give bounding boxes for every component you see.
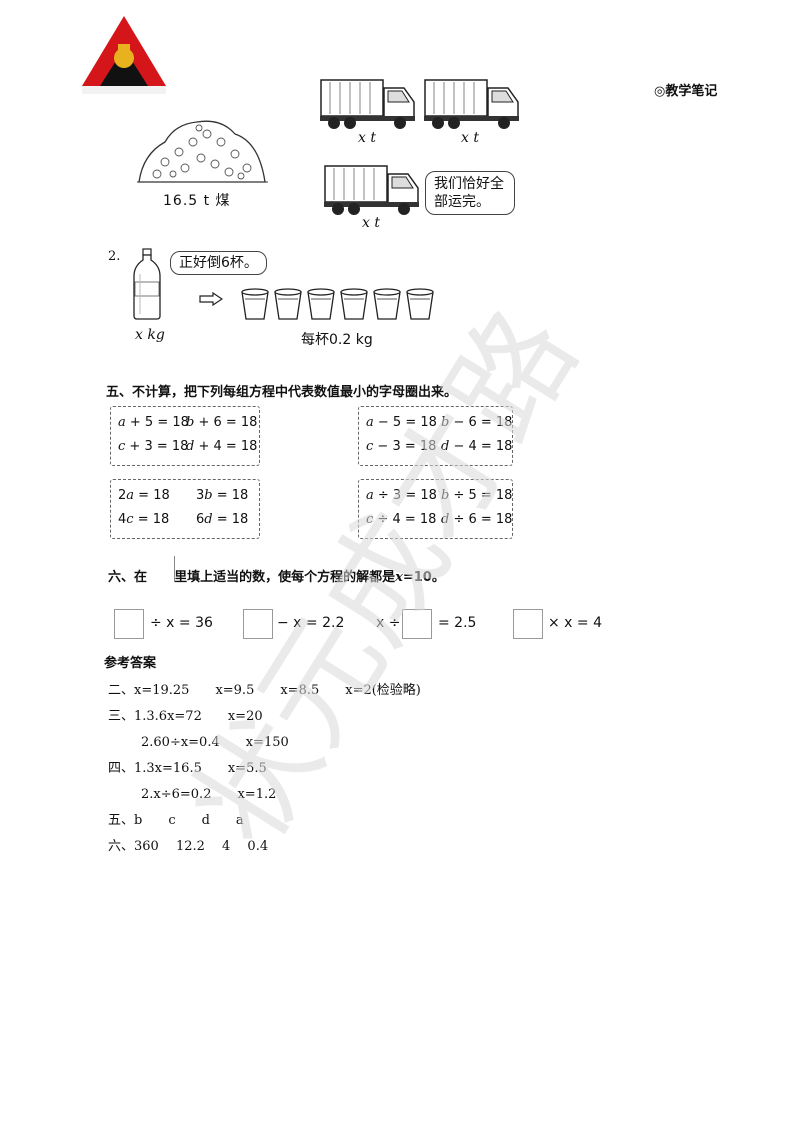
coal-caption: 16.5 t 煤 — [163, 193, 231, 209]
cup-caption: 每杯0.2 kg — [301, 332, 373, 348]
equation-group: 2a = 18 3b = 18 4c = 18 6d = 18 — [110, 479, 260, 539]
arrow-right-icon — [199, 292, 223, 306]
equation: 6d = 18 — [196, 512, 249, 527]
bottle-caption: x kg — [135, 327, 165, 343]
equation: c + 3 = 18 — [118, 439, 189, 454]
fill-in-box[interactable] — [513, 609, 543, 639]
cup-icon — [340, 288, 368, 320]
equation: d ÷ 6 = 18 — [441, 512, 513, 527]
equation-group: a ÷ 3 = 18 b ÷ 5 = 18 c ÷ 4 = 18 d ÷ 6 = 18 — [358, 479, 513, 539]
equation: 4c = 18 — [118, 512, 170, 527]
truck-illustration — [424, 79, 519, 129]
equation: d − 4 = 18 — [441, 439, 513, 454]
equation: b − 6 = 18 — [441, 415, 513, 430]
section-6-title-var: x — [395, 570, 403, 585]
teaching-notes-label: ◎教学笔记 — [654, 84, 718, 99]
answer-line: 2.x÷6=0.2 x=1.2 — [141, 787, 277, 802]
answer-line: 五、b c d a — [108, 813, 244, 828]
blank-marker — [174, 556, 175, 582]
section-6-title-end: =10。 — [402, 570, 445, 585]
equation-text: x ÷ — [376, 615, 401, 631]
equation-text: − x = 2.2 — [277, 615, 345, 631]
equation: a ÷ 3 = 18 — [366, 488, 437, 503]
fill-in-box[interactable] — [402, 609, 432, 639]
equation-text: × x = 4 — [548, 615, 603, 631]
section-5-title: 五、不计算，把下列每组方程中代表数值最小的字母圈出来。 — [106, 385, 458, 400]
equation: c − 3 = 18 — [366, 439, 437, 454]
cup-icon — [274, 288, 302, 320]
truck-caption: x t — [358, 130, 376, 146]
equation: b ÷ 5 = 18 — [441, 488, 513, 503]
bottle-speech-bubble: 正好倒6杯。 — [170, 251, 267, 275]
truck-caption: x t — [362, 215, 380, 231]
answer-line: 二、x=19.25 x=9.5 x=8.5 x=2(检验略) — [108, 683, 421, 698]
coal-pile-illustration — [137, 120, 268, 183]
cups-illustration — [241, 288, 434, 320]
equation: a + 5 = 18 — [118, 415, 189, 430]
section-6-title: 六、在 里填上适当的数，使每个方程的解都是x=10。 — [108, 566, 445, 585]
equation: a − 5 = 18 — [366, 415, 437, 430]
equation: c ÷ 4 = 18 — [366, 512, 437, 527]
truck-illustration — [324, 165, 419, 215]
cup-icon — [307, 288, 335, 320]
truck-caption: x t — [461, 130, 479, 146]
problem-number: 2. — [108, 249, 121, 264]
publisher-logo — [82, 16, 166, 94]
cup-icon — [241, 288, 269, 320]
equation: b + 6 = 18 — [186, 415, 258, 430]
cup-icon — [373, 288, 401, 320]
truck-speech-bubble: 我们恰好全部运完。 — [425, 171, 515, 215]
fill-in-box[interactable] — [114, 609, 144, 639]
section-6-title-after: 里填上适当的数，使每个方程的解都是 — [174, 570, 396, 585]
cup-icon — [406, 288, 434, 320]
equation-text: = 2.5 — [438, 615, 477, 631]
truck-illustration — [320, 79, 415, 129]
bottle-icon — [133, 248, 161, 320]
equation-group: a − 5 = 18 b − 6 = 18 c − 3 = 18 d − 4 = 18 — [358, 406, 513, 466]
answer-line: 三、1.3.6x=72 x=20 — [108, 709, 263, 724]
section-6-title-before: 六、在 — [108, 570, 148, 585]
answer-line: 六、360 12.2 4 0.4 — [108, 839, 269, 854]
answer-line: 2.60÷x=0.4 x=150 — [141, 735, 289, 750]
fill-in-box[interactable] — [243, 609, 273, 639]
equation: d + 4 = 18 — [186, 439, 258, 454]
equation: 2a = 18 — [118, 488, 170, 503]
equation-text: ÷ x = 36 — [150, 615, 213, 631]
answer-line: 四、1.3x=16.5 x=5.5 — [108, 761, 267, 776]
equation: 3b = 18 — [196, 488, 249, 503]
answers-title: 参考答案 — [104, 656, 157, 671]
